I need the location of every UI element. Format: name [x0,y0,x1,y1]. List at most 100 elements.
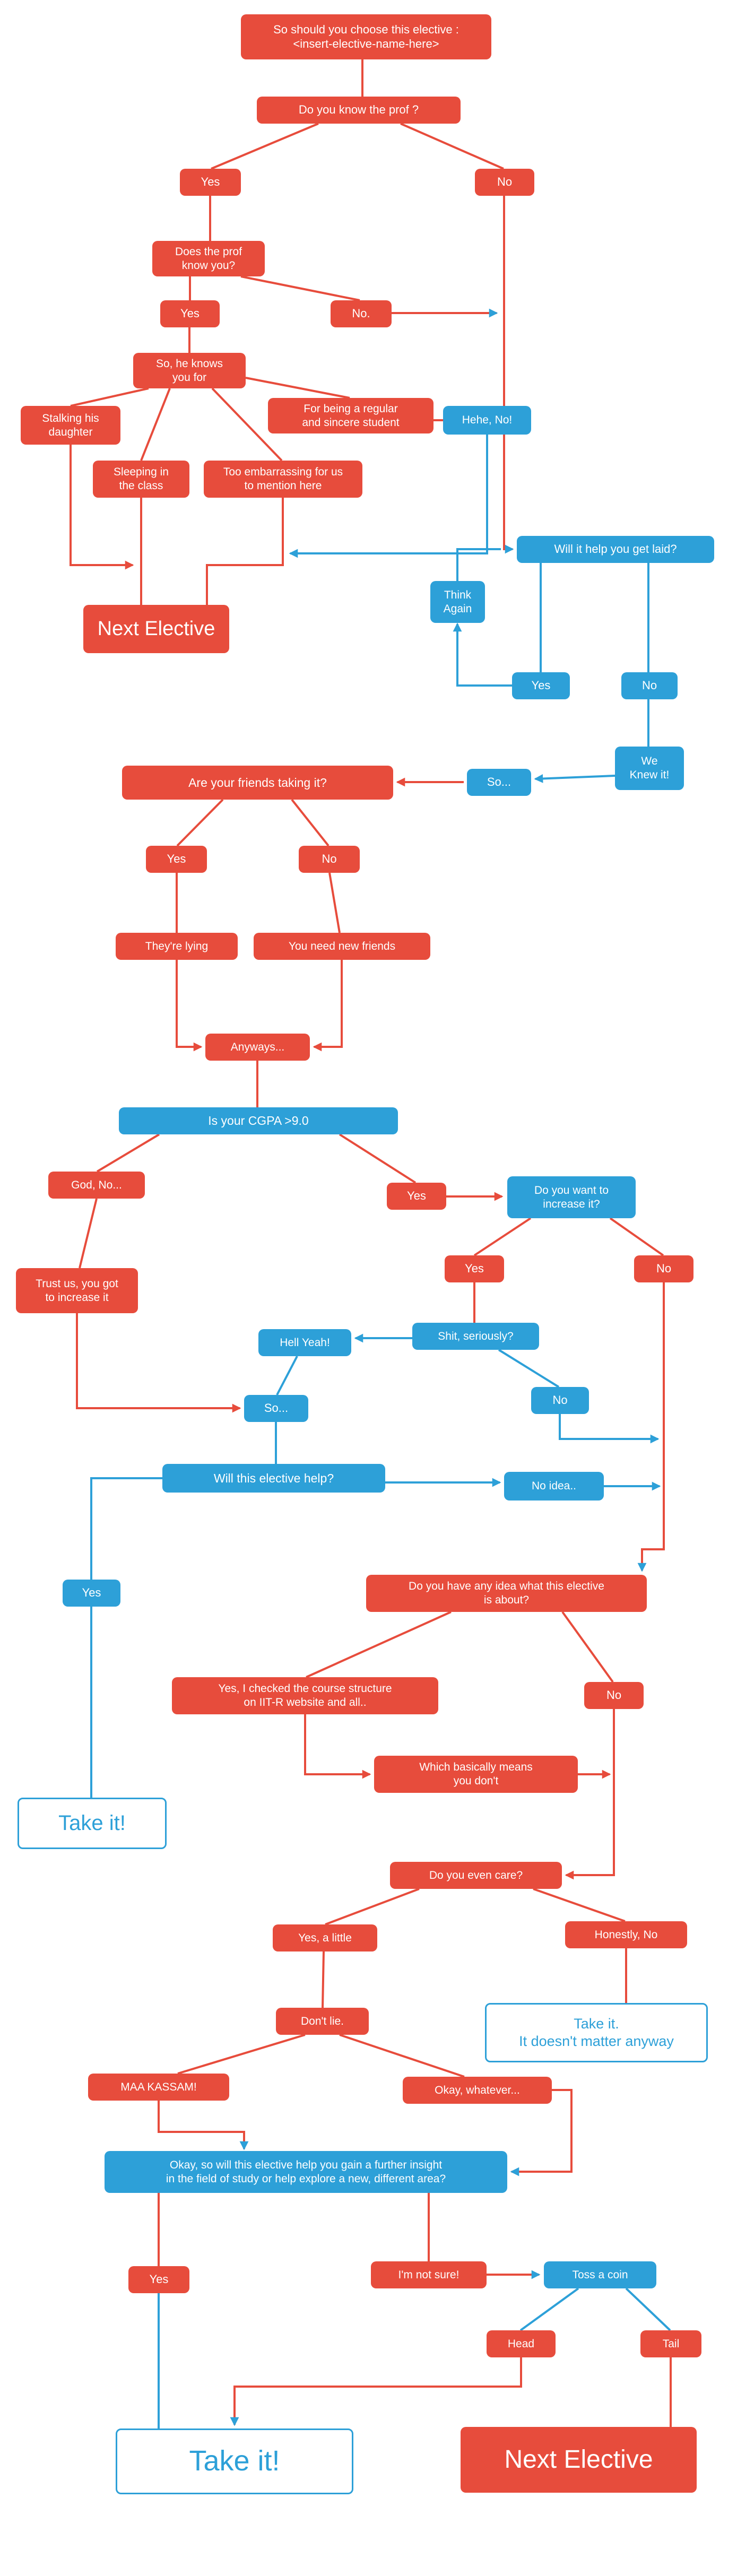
node-no-idea-about: No [584,1682,644,1709]
node-yes-insight: Yes [128,2266,189,2293]
node-yes-prof-knows: Yes [160,300,220,327]
edge-30 [313,960,343,1052]
node-take-it-1: Take it! [18,1798,167,1849]
edge-44 [90,1477,162,1580]
edge-48 [637,1282,665,1572]
node-shit-seriously: Shit, seriously? [412,1323,539,1350]
edge-21 [456,548,501,581]
edge-41 [276,1356,298,1395]
edge-33 [79,1198,98,1269]
edge-59 [339,2034,465,2078]
node-embarrassing: Too embarrassing for us to mention here [204,461,362,498]
node-yes-know-prof: Yes [180,169,241,196]
node-yes-little: Yes, a little [273,1924,377,1951]
node-toss-coin: Toss a coin [544,2261,656,2288]
edge-61 [158,2101,249,2150]
node-checked-structure: Yes, I checked the course structure on I… [172,1677,438,1714]
node-hell-yeah: Hell Yeah! [258,1329,351,1356]
edge-4 [503,196,514,554]
edge-23 [534,774,615,783]
edge-1 [211,123,319,170]
node-even-care: Do you even care? [390,1862,562,1889]
edge-12 [211,387,283,462]
node-yes-help: Yes [63,1580,120,1607]
node-new-friends: You need new friends [254,933,430,960]
node-insight: Okay, so will this elective help you gai… [105,2151,507,2193]
node-tail: Tail [640,2330,701,2357]
node-sleeping: Sleeping in the class [93,461,189,498]
edge-26 [291,799,330,847]
node-title: So should you choose this elective : <in… [241,14,491,59]
edge-2 [400,123,504,170]
edge-67 [230,2357,522,2426]
node-knows-you-for: So, he knows you for [133,353,246,388]
node-take-it-2: Take it. It doesn't matter anyway [485,2003,708,2062]
edge-49 [306,1611,452,1678]
edge-58 [177,2034,306,2075]
node-yes-increase: Yes [445,1255,504,1282]
edge-66 [625,2287,671,2331]
node-not-sure: I'm not sure! [371,2261,487,2288]
node-take-it-final: Take it! [116,2428,353,2494]
edge-13 [70,445,134,570]
edge-16 [289,435,488,558]
node-yes-friends: Yes [146,846,207,873]
node-dont-lie: Don't lie. [276,2008,369,2035]
edge-53 [565,1709,615,1880]
node-no-idea: No idea.. [504,1472,604,1501]
edge-7 [240,275,360,301]
node-stalking: Stalking his daughter [21,406,120,445]
node-friends-taking: Are your friends taking it? [122,766,393,800]
node-no-increase: No [634,1255,693,1282]
edge-40 [498,1349,560,1388]
edge-65 [519,2287,579,2331]
node-we-knew-it: We Knew it! [615,747,684,790]
node-elective-help: Will this elective help? [162,1464,385,1493]
node-so-2: So... [244,1395,308,1422]
node-okay-whatever: Okay, whatever... [403,2077,552,2104]
edge-9 [70,387,149,407]
node-know-prof: Do you know the prof ? [257,97,461,124]
node-theyre-lying: They're lying [116,933,238,960]
edge-37 [609,1217,664,1256]
edge-50 [561,1611,614,1683]
node-honestly-no: Honestly, No [565,1921,687,1948]
edge-34 [339,1133,417,1184]
node-think-again: Think Again [430,581,485,623]
node-next-elective-final: Next Elective [461,2427,697,2493]
node-no-laid: No [621,672,678,699]
node-no-friends: No [299,846,360,873]
node-any-idea: Do you have any idea what this elective … [366,1575,647,1612]
node-trust-us: Trust us, you got to increase it [16,1268,138,1313]
node-no-seriously: No [531,1387,589,1414]
node-cgpa: Is your CGPA >9.0 [119,1107,398,1134]
edge-28 [328,872,341,933]
node-god-no: God, No... [48,1172,145,1199]
node-head: Head [487,2330,556,2357]
node-no-prof-knows: No. [331,300,392,327]
edge-20 [453,622,512,687]
node-get-laid: Will it help you get laid? [517,536,714,563]
node-regular-student: For being a regular and sincere student [268,398,433,433]
edge-15 [206,498,284,605]
node-next-elective-1: Next Elective [83,605,229,653]
edge-10 [245,377,350,399]
edge-11 [140,388,171,461]
edge-56 [322,1951,325,2008]
node-prof-know-you: Does the prof know you? [152,241,265,276]
node-maa-kassam: MAA KASSAM! [88,2074,229,2101]
edge-55 [533,1888,626,1922]
edge-25 [176,799,224,847]
node-basically-dont: Which basically means you don't [374,1756,578,1793]
node-hehe-no: Hehe, No! [443,406,531,435]
edge-29 [176,960,203,1052]
edge-36 [473,1217,532,1256]
node-yes-laid: Yes [512,672,570,699]
edge-42 [76,1313,241,1413]
node-want-increase: Do you want to increase it? [507,1176,636,1218]
node-yes-cgpa: Yes [387,1183,446,1210]
edge-60 [510,2089,573,2176]
edge-51 [304,1714,371,1779]
